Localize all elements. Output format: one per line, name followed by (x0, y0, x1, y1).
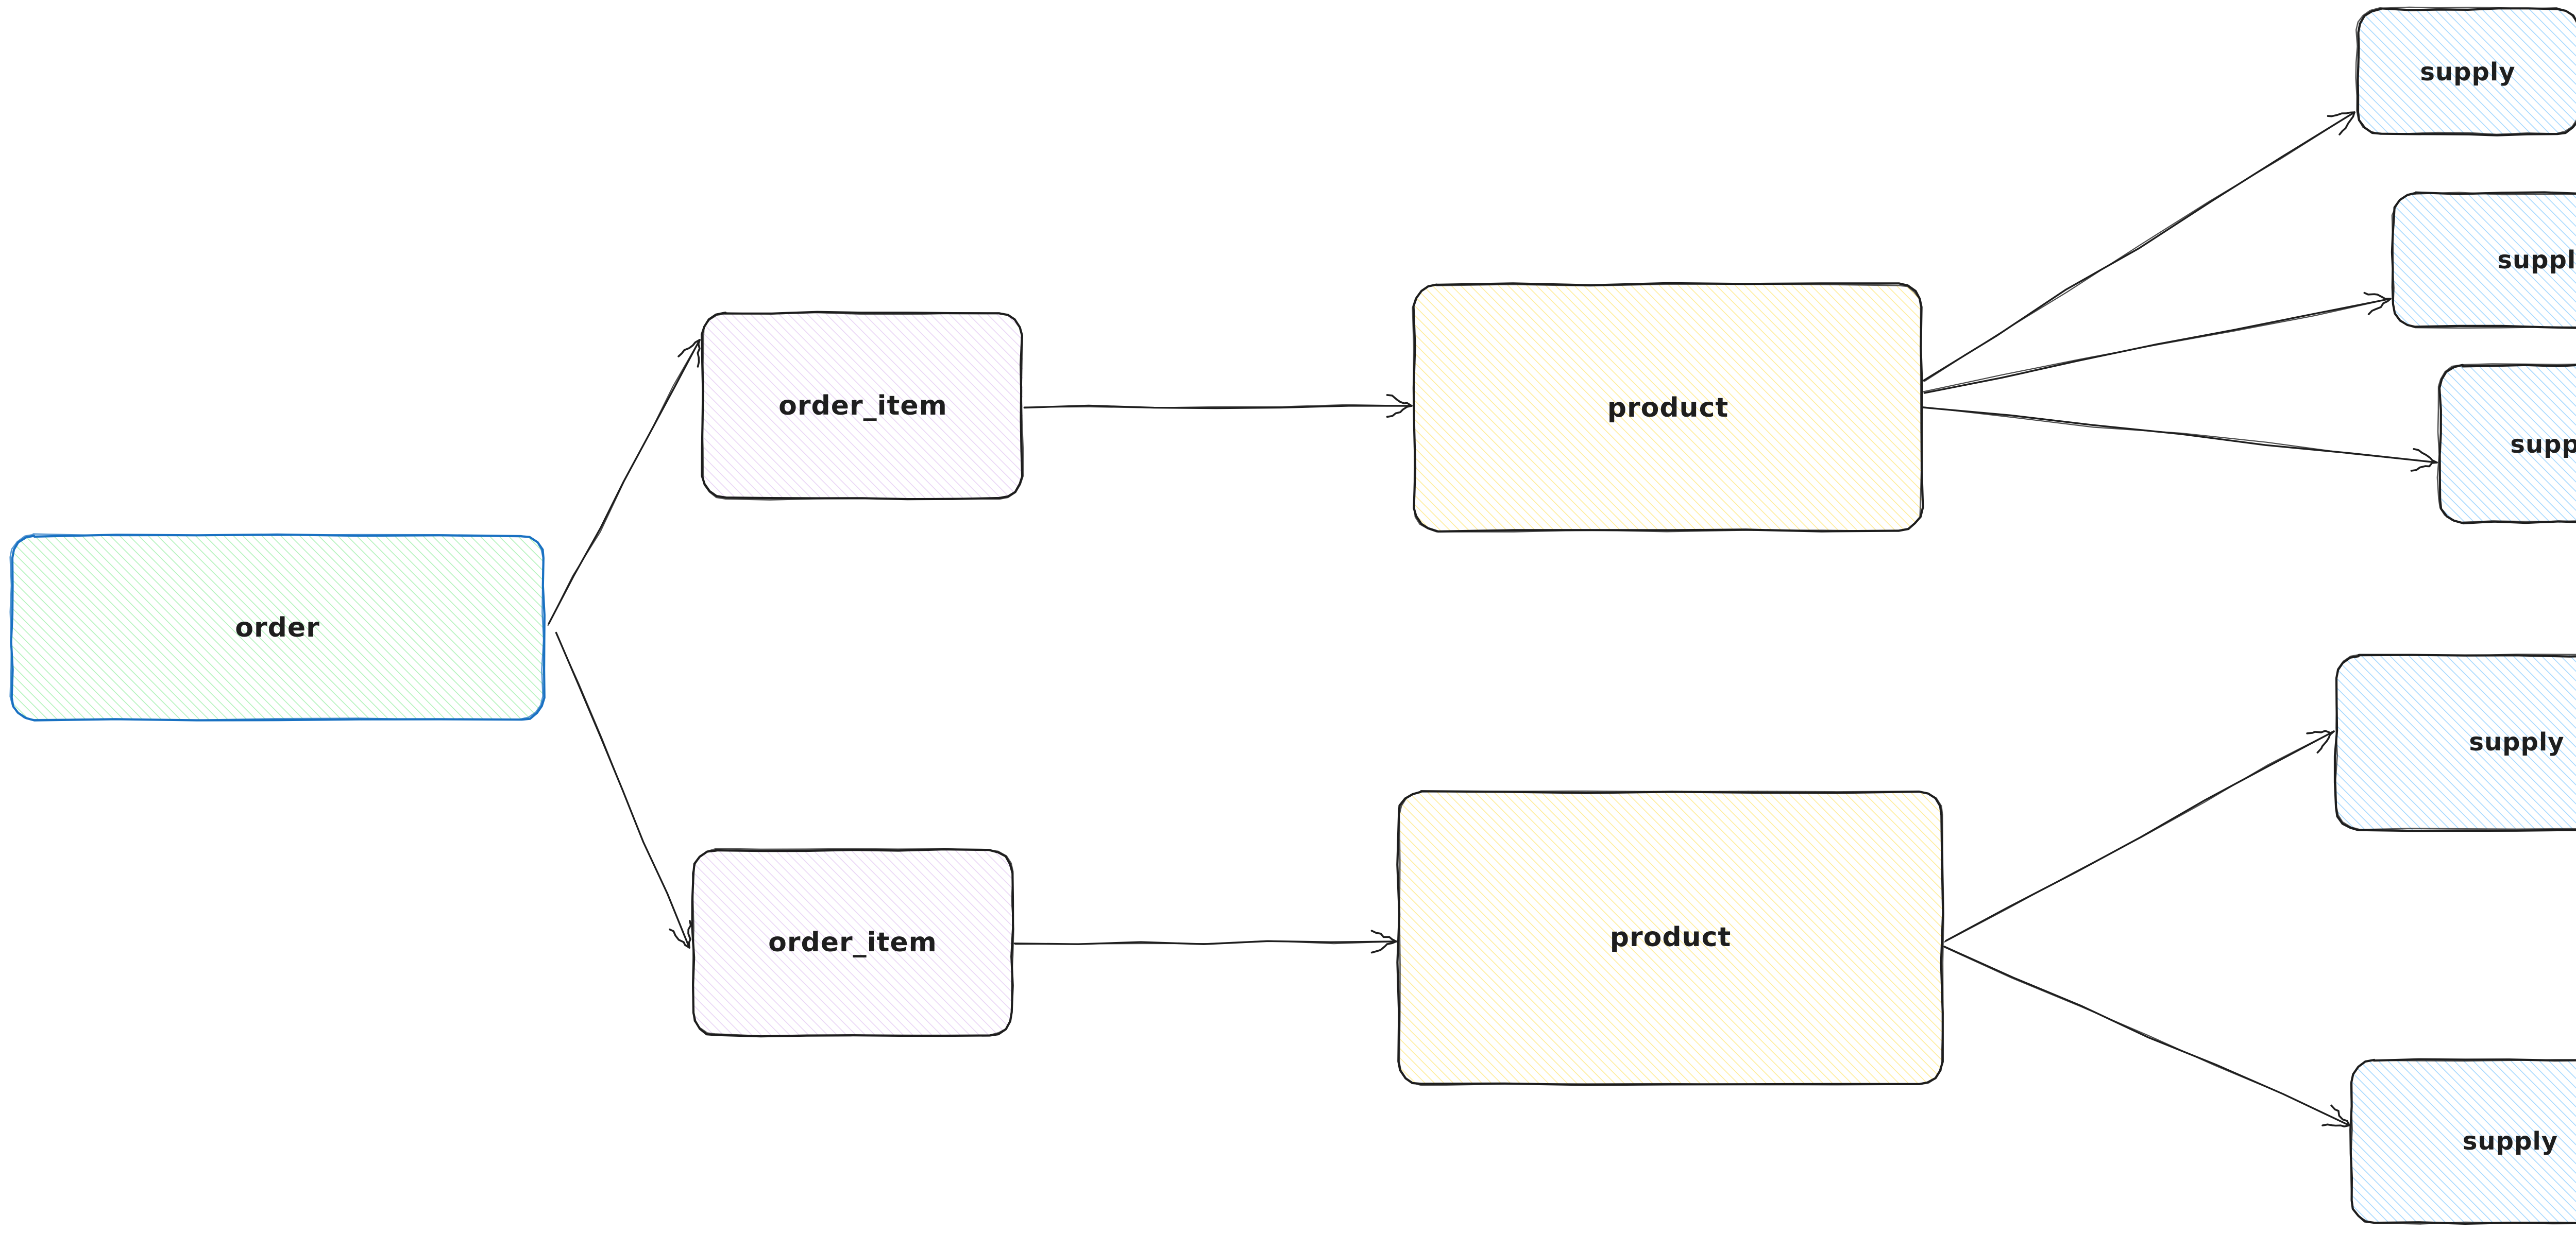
edge-order_item_1-to-product_1[interactable] (1023, 394, 1413, 418)
node-outline (2391, 192, 2576, 329)
edge-line (1923, 298, 2392, 392)
arrowhead-barb (2330, 1104, 2350, 1126)
edge-line (547, 339, 701, 626)
node-supply[interactable] (2391, 191, 2576, 329)
node-order[interactable] (9, 533, 546, 722)
arrowhead-barb (2363, 292, 2392, 300)
edge-product_1-to-supply_2[interactable] (1923, 292, 2392, 394)
node-product[interactable] (1412, 282, 1924, 533)
arrowhead-barb (669, 928, 690, 949)
arrowhead-barb (677, 339, 701, 357)
edge-product_1-to-supply_1[interactable] (1923, 111, 2355, 382)
node-order_item[interactable] (701, 311, 1024, 501)
arrowhead-barb (1386, 405, 1413, 418)
node-outline (2349, 1058, 2576, 1225)
node-fill (2439, 365, 2576, 524)
node-supply-hitarea[interactable] (2352, 1060, 2576, 1223)
node-supply[interactable] (2436, 363, 2576, 525)
node-order_item-hitarea[interactable] (703, 313, 1023, 499)
arrowhead-barb (2367, 298, 2392, 315)
node-fill (1398, 790, 1943, 1085)
node-outline (2438, 364, 2576, 525)
edge-line (1014, 940, 1397, 945)
arrowhead-barb (2338, 111, 2355, 135)
node-product-hitarea[interactable] (1414, 285, 1922, 531)
node-fill (10, 535, 545, 721)
edge-line (1923, 298, 2392, 394)
arrowhead-barb (2327, 111, 2355, 117)
edge-line (1923, 406, 2438, 464)
node-outline (2350, 1059, 2576, 1225)
node-supply[interactable] (2333, 654, 2576, 832)
edge-order_item_2-to-product_2[interactable] (1013, 930, 1397, 954)
node-order_item[interactable] (691, 848, 1014, 1038)
edge-order-to-order_item_1[interactable] (547, 339, 701, 626)
edge-line (1023, 404, 1413, 409)
node-order_item-hitarea[interactable] (693, 850, 1012, 1035)
edge-line (1944, 730, 2335, 943)
arrowhead-barb (1370, 930, 1397, 943)
node-outline (2355, 6, 2576, 135)
node-fill (2335, 654, 2576, 830)
edge-line (1943, 946, 2350, 1126)
node-supply[interactable] (2349, 1058, 2576, 1225)
arrowhead-barb (687, 920, 692, 949)
edge-line (1024, 404, 1413, 408)
arrowhead-barb (2321, 1123, 2350, 1127)
node-outline (701, 312, 1024, 501)
edge-product_2-to-supply_4[interactable] (1944, 730, 2335, 943)
node-fill (2392, 193, 2576, 328)
node-fill (692, 849, 1013, 1036)
node-supply-hitarea[interactable] (2336, 655, 2576, 829)
arrowhead-barb (2413, 448, 2438, 464)
node-outline (2335, 654, 2576, 830)
arrowhead-barb (1370, 940, 1397, 954)
edge-product_2-to-supply_5[interactable] (1943, 946, 2350, 1127)
node-product-hitarea[interactable] (1399, 791, 1942, 1084)
node-supply-hitarea[interactable] (2393, 193, 2576, 327)
node-outline (1412, 283, 1922, 533)
arrowhead-barb (2316, 730, 2335, 754)
node-product[interactable] (1396, 790, 1944, 1086)
node-supply[interactable] (2355, 6, 2576, 136)
node-supply-hitarea[interactable] (2439, 366, 2576, 523)
arrowhead-barb (2410, 461, 2438, 472)
node-outline (9, 533, 545, 721)
edge-line (1945, 730, 2335, 942)
node-fill (2351, 1059, 2576, 1224)
node-outline (2436, 363, 2576, 523)
node-fill (2357, 8, 2576, 135)
edge-order-to-order_item_2[interactable] (555, 631, 692, 949)
arrowhead-barb (2306, 730, 2335, 734)
edge-line (1943, 946, 2350, 1126)
arrowhead-barb (1386, 394, 1413, 407)
node-order-hitarea[interactable] (11, 536, 544, 720)
node-outline (692, 848, 1014, 1037)
edge-product_1-to-supply_3[interactable] (1923, 406, 2438, 472)
node-outline (1398, 790, 1944, 1086)
node-fill (1413, 284, 1923, 532)
node-fill (702, 312, 1024, 499)
arrowhead-barb (697, 339, 701, 368)
node-supply-hitarea[interactable] (2357, 9, 2576, 134)
edge-line (555, 632, 690, 949)
edge-line (1924, 111, 2355, 382)
